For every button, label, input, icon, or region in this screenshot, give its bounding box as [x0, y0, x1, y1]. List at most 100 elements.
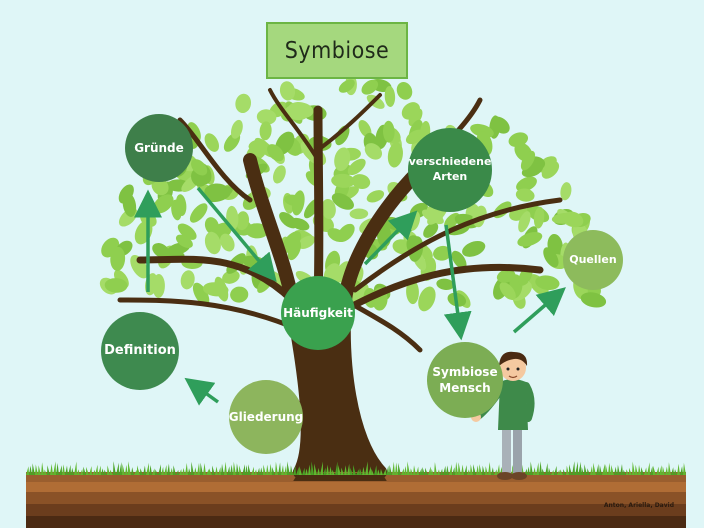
leaf [361, 79, 379, 95]
grass-blade [200, 462, 203, 475]
node-quellen[interactable]: Quellen [563, 230, 623, 290]
arrow-gliederung-to-definition [184, 377, 220, 406]
arrow-arten-to-mensch [443, 224, 472, 341]
leaf [248, 139, 267, 151]
leaf [204, 133, 220, 152]
leaf [533, 206, 545, 229]
grass-blade [215, 466, 218, 475]
grass-blade [254, 469, 257, 475]
grass-blade [602, 463, 605, 475]
grass-blade [104, 469, 107, 475]
leaf [235, 211, 250, 231]
leaf [563, 211, 584, 228]
grass-blade [92, 469, 95, 475]
grass-blade [563, 469, 566, 475]
grass-blade [77, 469, 80, 475]
grass-blade [674, 469, 677, 475]
grass-blade [122, 464, 125, 475]
grass-blade [401, 468, 404, 475]
grass-blade [398, 462, 401, 475]
grass-blade [617, 464, 620, 475]
grass-blade [281, 465, 284, 475]
grass-blade [641, 467, 644, 475]
grass-blade [176, 469, 179, 475]
grass-blade [227, 466, 230, 475]
grass-blade [233, 461, 236, 475]
grass-blade [446, 465, 449, 475]
grass-blade [455, 461, 458, 475]
grass-blade [467, 469, 470, 475]
leaf [451, 250, 467, 269]
grass-blade [584, 464, 587, 475]
node-gruende[interactable]: Gründe [125, 114, 193, 182]
grass-blade [293, 465, 296, 475]
grass-blade [488, 461, 491, 475]
grass-blade [155, 469, 158, 475]
grass-blade [338, 465, 341, 475]
grass-blade [470, 464, 473, 475]
leaf [433, 245, 452, 261]
grass-blade [677, 463, 680, 475]
leaf [245, 223, 269, 239]
grass-blade [596, 463, 599, 475]
grass-blade [101, 468, 104, 475]
node-symbiose-mensch[interactable]: Symbiose Mensch [427, 342, 503, 418]
leaf [230, 286, 249, 303]
arrow-haeufigkeit-to-arten [363, 210, 418, 266]
grass-blade [275, 461, 278, 475]
grass-blade [560, 469, 563, 475]
grass-blade [581, 466, 584, 475]
leaf [327, 228, 346, 243]
grass-blade [365, 461, 368, 475]
grass-blade [647, 462, 650, 475]
grass-blade [161, 466, 164, 475]
grass-blade [623, 469, 626, 475]
node-haeufigkeit[interactable]: Häufigkeit [281, 276, 355, 350]
grass [26, 461, 686, 475]
leaf [351, 174, 371, 190]
grass-blade [368, 466, 371, 475]
grass-blade [299, 466, 302, 475]
node-verschiedene-arten[interactable]: verschiedene Arten [408, 128, 492, 212]
leaf [204, 217, 220, 235]
node-definition[interactable]: Definition [101, 312, 179, 390]
grass-blade [149, 465, 152, 475]
arrow-gruende-to-haeufigkeit [196, 186, 277, 283]
leaf [222, 270, 240, 284]
grass-blade [152, 468, 155, 475]
node-gliederung[interactable]: Gliederung [229, 380, 303, 454]
grass-blade [362, 466, 365, 475]
grass-blade [572, 461, 575, 475]
grass-blade [422, 467, 425, 475]
grass-blade [587, 468, 590, 475]
leaf [282, 231, 302, 253]
leaf [279, 81, 296, 101]
grass-blade [272, 467, 275, 475]
grass-blade [650, 466, 653, 475]
grass-blade [110, 469, 113, 475]
grass-blade [437, 469, 440, 475]
leaf [287, 240, 302, 261]
grass-blade [230, 464, 233, 475]
leaf [256, 109, 277, 125]
leaf [220, 233, 235, 252]
grass-blade [89, 466, 92, 475]
leaf [284, 104, 309, 121]
grass-blade [329, 466, 332, 475]
grass-blade [569, 464, 572, 475]
grass-blade [620, 464, 623, 475]
grass-blade [296, 467, 299, 475]
grass-blade [608, 462, 611, 475]
grass-blade [482, 465, 485, 475]
leaf [517, 231, 543, 247]
grass-blade [170, 467, 173, 475]
grass-blade [554, 465, 557, 475]
grass-blade [116, 462, 119, 475]
grass-blade [479, 464, 482, 475]
grass-blade [386, 465, 389, 475]
grass-blade [542, 468, 545, 475]
leaf [273, 165, 286, 184]
grass-blade [251, 466, 254, 475]
grass-blade [575, 461, 578, 475]
grass-blade [530, 461, 533, 475]
